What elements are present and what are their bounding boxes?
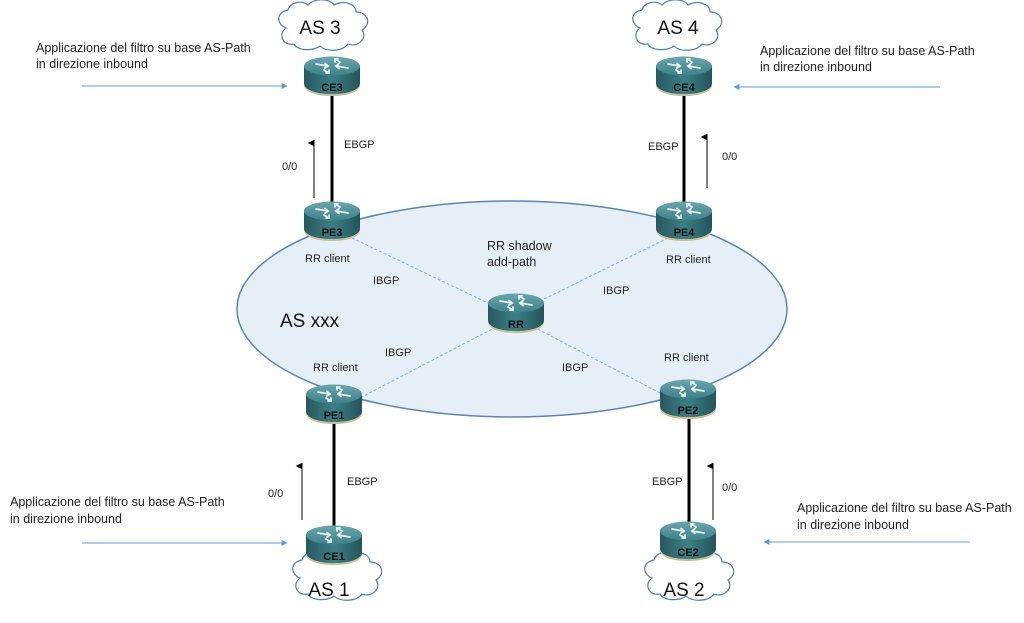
rr-client-label-pe1: RR client (313, 362, 358, 374)
router-label-ce3: CE3 (321, 82, 342, 94)
default-route-label-4: 0/0 (722, 151, 737, 163)
filter-note-3-line1: Applicazione del filtro su base AS-Path (36, 41, 251, 55)
ibgp-label-pe1: IBGP (385, 347, 411, 359)
rr-caption-line1: RR shadow (487, 239, 553, 253)
ibgp-link-pe1-rr (355, 326, 497, 401)
filter-note-2-line2: in direzione inbound (797, 518, 909, 532)
as-label-1: AS 1 (308, 580, 349, 601)
default-route-label-3: 0/0 (282, 161, 297, 173)
as-domain-label: AS xxx (280, 311, 340, 332)
router-label-pe3: PE3 (322, 227, 343, 239)
cloud-as3 (278, 0, 369, 51)
ebgp-label-1: EBGP (347, 476, 378, 488)
as-label-3: AS 3 (299, 18, 340, 39)
ibgp-label-pe3: IBGP (373, 275, 399, 287)
ebgp-label-4: EBGP (648, 141, 679, 153)
cloud-as4 (632, 0, 723, 51)
filter-note-2-line1: Applicazione del filtro su base AS-Path (797, 501, 1012, 515)
as-label-2: AS 2 (663, 580, 704, 601)
router-label-ce2: CE2 (677, 547, 698, 559)
filter-note-4-line1: Applicazione del filtro su base AS-Path (760, 44, 975, 58)
router-label-rr: RR (508, 319, 524, 331)
ebgp-label-3: EBGP (344, 139, 375, 151)
router-label-pe2: PE2 (678, 405, 699, 417)
rr-caption-line2: add-path (487, 255, 536, 269)
router-label-pe1: PE1 (324, 410, 345, 422)
default-route-label-2: 0/0 (722, 482, 737, 494)
ibgp-label-pe4: IBGP (603, 285, 629, 297)
default-route-label-1: 0/0 (268, 488, 283, 500)
router-label-ce1: CE1 (323, 551, 344, 563)
filter-note-4-line2: in direzione inbound (760, 60, 872, 74)
filter-note-3-line2: in direzione inbound (36, 57, 148, 71)
ebgp-label-2: EBGP (652, 476, 683, 488)
router-label-pe4: PE4 (674, 227, 696, 239)
rr-client-label-pe2: RR client (664, 352, 709, 364)
ibgp-link-pe3-rr (351, 237, 489, 304)
as-label-4: AS 4 (657, 18, 699, 39)
ibgp-link-pe4-rr (535, 237, 669, 304)
rr-client-label-pe3: RR client (305, 253, 350, 265)
rr-client-label-pe4: RR client (666, 254, 711, 266)
filter-note-1-line2: in direzione inbound (10, 512, 122, 526)
filter-note-1-line1: Applicazione del filtro su base AS-Path (10, 495, 225, 509)
ibgp-link-pe2-rr (529, 324, 661, 394)
router-label-ce4: CE4 (673, 82, 695, 94)
ibgp-label-pe2: IBGP (562, 362, 588, 374)
